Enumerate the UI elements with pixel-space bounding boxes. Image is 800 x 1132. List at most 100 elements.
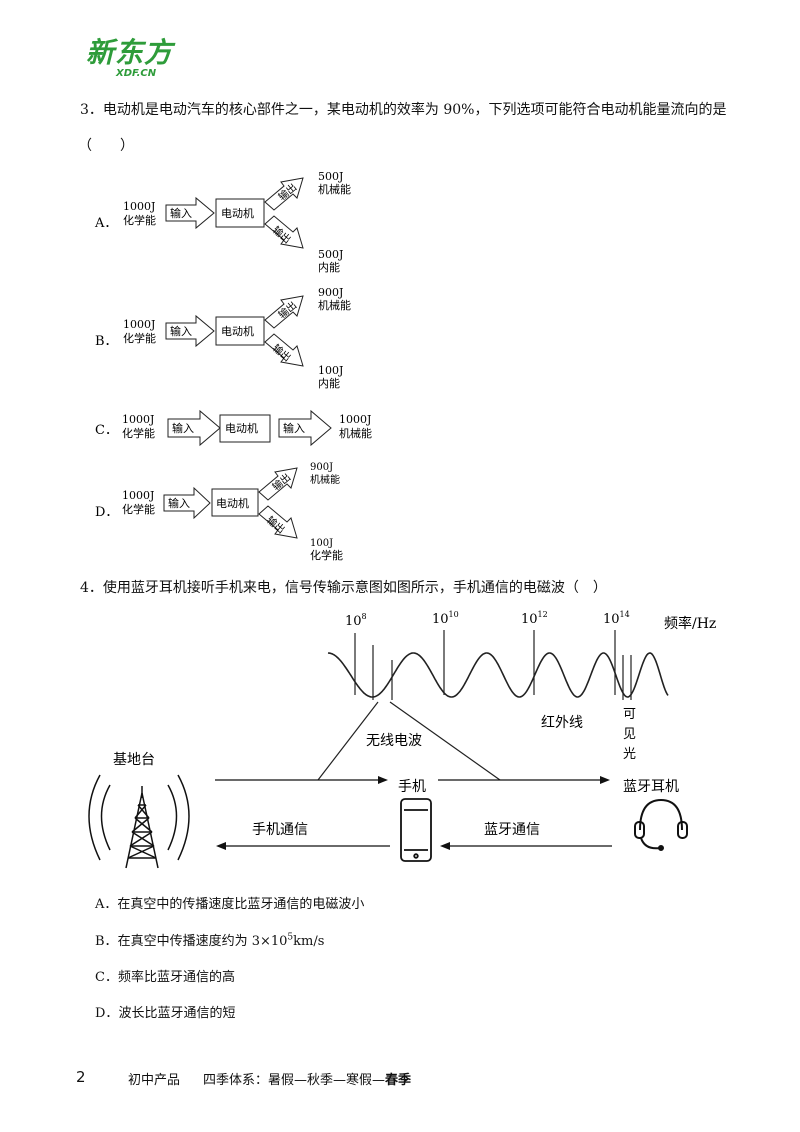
input-form: 化学能 — [122, 426, 155, 440]
option-text: 在真空中传播速度约为 3×10 — [117, 934, 288, 949]
input-arrow — [163, 486, 211, 520]
option-text: 在真空中的传播速度比蓝牙通信的电磁波小 — [117, 897, 365, 912]
option-letter: C． — [95, 423, 118, 438]
input-arrow-label: 输入 — [170, 206, 192, 220]
input-arrow — [167, 409, 221, 447]
phone-comm-label: 手机通信 — [252, 822, 308, 838]
option-superscript: 5 — [287, 932, 294, 943]
q4-stem: 4．使用蓝牙耳机接听手机来电，信号传输示意图如图所示，手机通信的电磁波（ ） — [80, 580, 607, 596]
input-energy: 1000J — [122, 489, 154, 502]
input-arrow-label: 输入 — [170, 324, 192, 338]
output1-form: 机械能 — [318, 182, 351, 196]
input-arrow — [165, 196, 215, 230]
output-arrow-up — [258, 467, 298, 501]
option-unit: km/s — [293, 934, 325, 949]
logo-sub-text: XDF.CN — [116, 68, 157, 79]
option-letter: D． — [95, 1006, 119, 1021]
q4-option-a[interactable]: A．在真空中的传播速度比蓝牙通信的电磁波小 — [95, 893, 364, 912]
visible-label-3: 光 — [623, 747, 636, 762]
output2-value: 500J — [318, 248, 343, 261]
input-arrow-label: 输入 — [172, 421, 194, 435]
output2-form: 化学能 — [310, 548, 343, 562]
option-letter: D． — [95, 505, 118, 520]
q4-signal-figure: 108 1010 1012 1014 频率/Hz 无线电波 红外线 可 见 光 … — [88, 610, 716, 869]
output-arrow-down — [264, 215, 304, 249]
footer-system-text: 四季体系：暑假—秋季—寒假— — [203, 1073, 386, 1088]
input-energy: 1000J — [123, 318, 155, 331]
output1-form: 机械能 — [310, 473, 340, 486]
q4-option-d[interactable]: D．波长比蓝牙通信的短 — [95, 1002, 235, 1021]
visible-label-2: 见 — [623, 727, 636, 742]
motor-box — [219, 414, 271, 443]
q3-stem: 3．电动机是电动汽车的核心部件之一，某电动机的效率为 90%，下列选项可能符合电… — [80, 102, 727, 118]
tick-label: 108 — [345, 612, 367, 629]
page-number: 2 — [76, 1068, 86, 1086]
output2-form: 内能 — [318, 260, 340, 274]
xdf-logo: 新东方 XDF.CN — [86, 38, 186, 82]
input-arrow — [165, 314, 215, 348]
motor-box — [211, 488, 259, 517]
q3-paren: （ ） — [78, 138, 134, 154]
output-arrow-down — [258, 505, 298, 539]
input-form: 化学能 — [123, 331, 156, 345]
output-arrow-down — [264, 333, 304, 367]
option-letter: A． — [95, 897, 118, 912]
motor-label: 电动机 — [221, 324, 254, 338]
input-energy: 1000J — [123, 200, 155, 213]
q3-option-c[interactable]: C． 1000J 化学能 输入 电动机 输入 1000J 机械能 — [95, 409, 372, 447]
option-letter: B． — [95, 934, 118, 949]
footer-product: 初中产品 — [128, 1073, 181, 1088]
option-letter: C． — [95, 970, 118, 985]
phone-label: 手机 — [398, 779, 426, 795]
output-arrow-label: 输入 — [283, 421, 305, 435]
output1-form: 机械能 — [318, 298, 351, 312]
input-form: 化学能 — [122, 502, 155, 516]
option-text: 波长比蓝牙通信的短 — [118, 1006, 236, 1021]
footer-highlight: 春季 — [385, 1073, 412, 1088]
infrared-label: 红外线 — [541, 715, 583, 731]
tick-label: 1014 — [603, 610, 630, 627]
base-station-label: 基地台 — [113, 751, 155, 768]
footer-system: 四季体系：暑假—秋季—寒假—春季 — [203, 1069, 411, 1088]
motor-box — [215, 316, 265, 346]
output2-value: 100J — [310, 538, 333, 549]
frequency-unit-label: 频率/Hz — [664, 615, 716, 632]
output-arrow-up — [264, 177, 304, 211]
bluetooth-headset-icon — [634, 798, 688, 851]
motor-label: 电动机 — [216, 496, 249, 510]
output1-form: 机械能 — [339, 426, 372, 440]
motor-label: 电动机 — [225, 421, 258, 435]
q3-option-b[interactable]: B． 1000J 化学能 输入 电动机 输出 输出 900J 机械能 100J … — [95, 286, 351, 390]
q4-option-b[interactable]: B．在真空中传播速度约为 3×105km/s — [95, 930, 324, 949]
base-station-tower-icon — [88, 774, 190, 869]
output-arrow-up — [264, 295, 304, 329]
output1-value: 900J — [318, 286, 343, 299]
q3-options-figure: A． 1000J 化学能 输入 电动机 输出 输出 500J 机械能 500J … — [94, 170, 372, 562]
q3-option-a[interactable]: A． 1000J 化学能 输入 电动机 输出 输出 500J 机械能 500J … — [94, 170, 351, 274]
logo-main-text: 新东方 — [86, 36, 174, 69]
output2-form: 内能 — [318, 376, 340, 390]
tick-label: 1012 — [521, 610, 548, 627]
output-arrow — [278, 409, 332, 447]
motor-box — [215, 198, 265, 228]
radio-wave-label: 无线电波 — [366, 733, 422, 749]
output1-value: 900J — [310, 462, 333, 473]
q4-option-c[interactable]: C．频率比蓝牙通信的高 — [95, 966, 235, 985]
option-letter: B． — [95, 334, 118, 349]
frequency-tick-labels: 108 1010 1012 1014 — [345, 610, 630, 629]
visible-label-1: 可 — [623, 707, 636, 722]
output2-value: 100J — [318, 364, 343, 377]
input-energy: 1000J — [122, 413, 154, 426]
bluetooth-comm-label: 蓝牙通信 — [484, 822, 540, 838]
input-arrow-label: 输入 — [168, 496, 190, 510]
option-letter: A． — [94, 216, 117, 231]
input-form: 化学能 — [123, 213, 156, 227]
tick-label: 1010 — [432, 610, 459, 627]
phone-icon — [400, 798, 432, 862]
headset-label: 蓝牙耳机 — [623, 779, 679, 795]
option-text: 频率比蓝牙通信的高 — [117, 970, 235, 985]
motor-label: 电动机 — [221, 206, 254, 220]
q3-option-d[interactable]: D． 1000J 化学能 输入 电动机 输出 输出 900J 机械能 100J … — [95, 462, 343, 562]
output1-value: 1000J — [339, 413, 371, 426]
em-spectrum-wave — [327, 652, 669, 698]
